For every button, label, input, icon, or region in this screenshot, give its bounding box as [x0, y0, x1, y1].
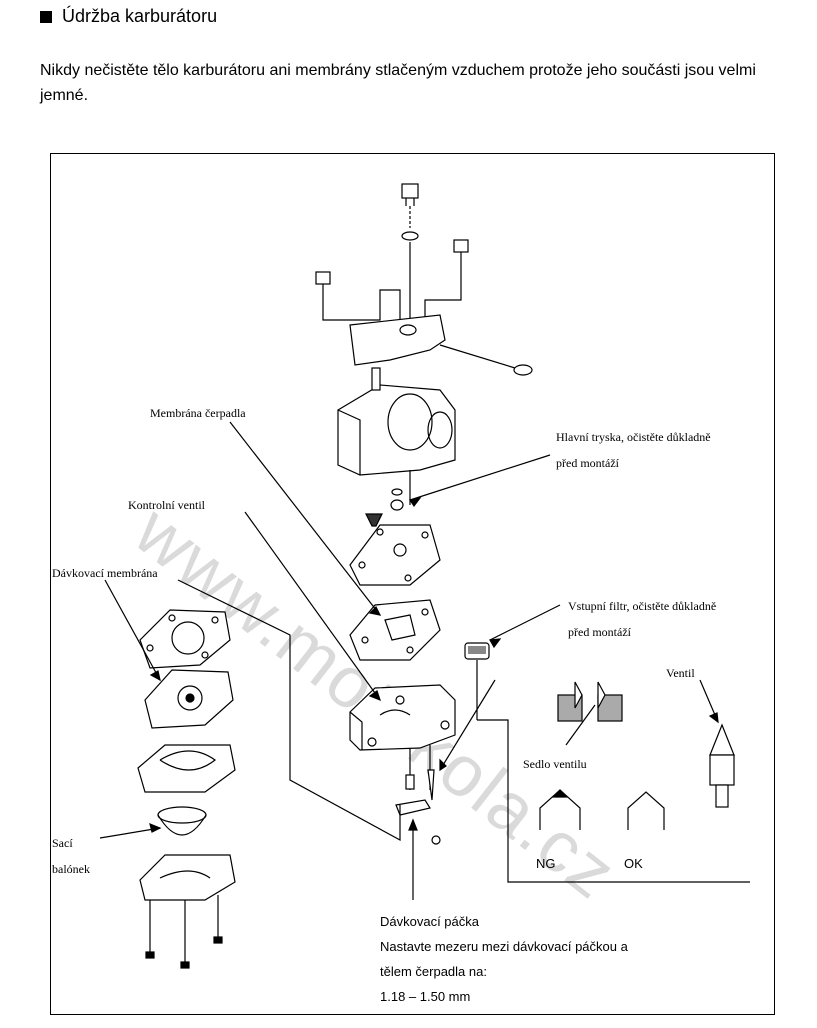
top-cover	[349, 314, 533, 376]
label-valve: Ventil	[666, 666, 695, 680]
label-primer-bulb-1: Sací	[52, 836, 73, 850]
label-main-jet-2: před montáží	[556, 456, 619, 470]
leader-lines	[99, 421, 401, 842]
label-ng: NG	[536, 856, 556, 871]
carburetor-body	[337, 367, 456, 505]
label-main-jet-1: Hlavní tryska, očistěte důkladně	[556, 430, 711, 444]
lever-note-line2: Nastavte mezeru mezi dávkovací páčkou a	[380, 939, 628, 954]
metering-lever	[395, 679, 496, 900]
inlet-filter	[464, 604, 561, 720]
main-jet	[390, 454, 551, 511]
intro-paragraph: Nikdy nečistěte tělo karburátoru ani mem…	[40, 62, 756, 104]
check-valve	[365, 513, 383, 527]
lever-note-line3: tělem čerpadla na:	[380, 964, 487, 979]
label-inlet-filter-2: před montáží	[568, 625, 631, 639]
lever-note-line4: 1.18 – 1.50 mm	[380, 989, 471, 1004]
label-check-valve: Kontrolní ventil	[128, 498, 205, 512]
right-screw	[424, 239, 469, 325]
label-primer-bulb-2: balónek	[52, 862, 90, 876]
valve-detail	[477, 679, 750, 883]
heading-text: Údržba karburátoru	[62, 6, 218, 26]
left-screw	[315, 271, 401, 330]
label-valve-seat: Sedlo ventilu	[523, 757, 587, 771]
label-inlet-filter-1: Vstupní filtr, očistěte důkladně	[568, 599, 717, 613]
label-metering-membrane: Dávkovací membrána	[52, 566, 158, 580]
label-ok: OK	[624, 856, 643, 871]
pump-body	[349, 684, 456, 790]
lever-note-line1: Dávkovací páčka	[380, 914, 479, 929]
label-pump-membrane: Membrána čerpadla	[150, 406, 246, 420]
metering-membrane-stack	[137, 609, 236, 969]
top-screw	[401, 183, 419, 320]
gasket	[349, 599, 441, 661]
square-bullet-icon	[40, 10, 52, 23]
section-heading: Údržba karburátoru	[40, 6, 217, 27]
diagram-frame	[50, 153, 775, 1015]
pump-membrane	[349, 524, 441, 586]
